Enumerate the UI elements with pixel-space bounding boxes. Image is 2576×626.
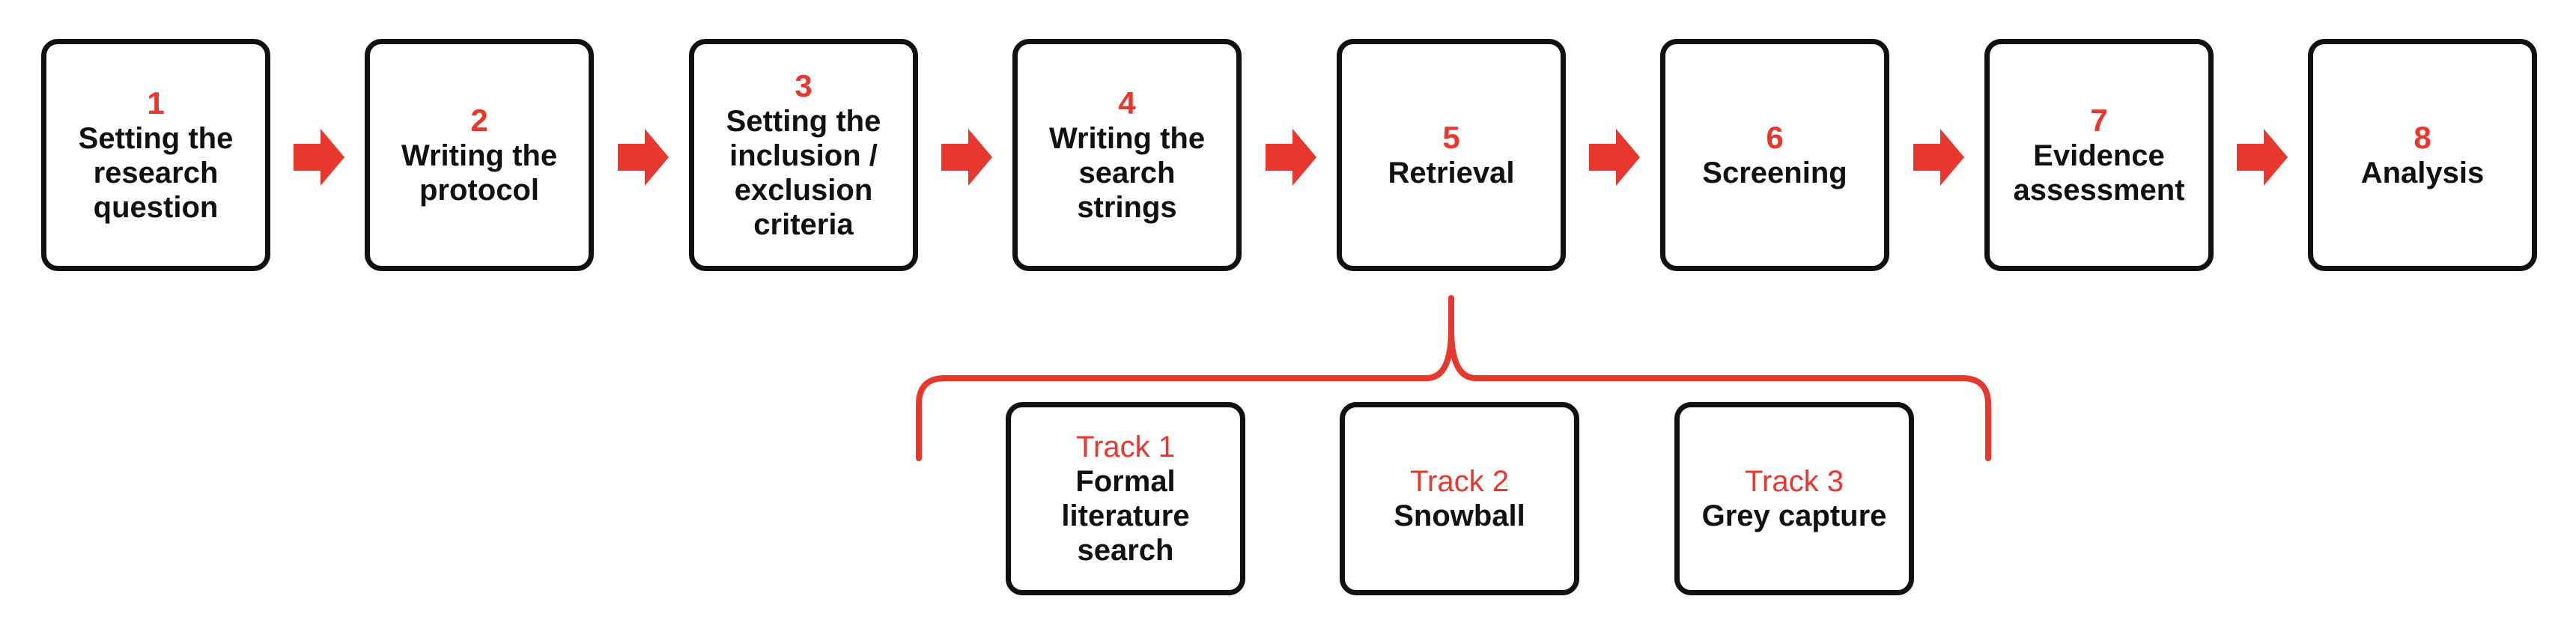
track-3-box: Track 3 Grey capture (1674, 402, 1914, 595)
step-7-box: 7 Evidence assessment (1984, 39, 2214, 271)
step-label-line: Setting the (726, 105, 881, 138)
track-title: Track 2 (1410, 465, 1509, 498)
step-4-box: 4 Writing the search strings (1012, 39, 1242, 271)
step-1-box: 1 Setting the research question (41, 39, 270, 271)
track-label: Formal literature search (1061, 464, 1189, 568)
step-number: 5 (1442, 120, 1460, 155)
step-8-box: 8 Analysis (2308, 39, 2537, 271)
track-title: Track 3 (1745, 465, 1844, 498)
step-label-line: search (1078, 156, 1176, 189)
step-label-line: Writing the (401, 139, 558, 172)
step-label-line: research (93, 156, 219, 189)
step-number: 8 (2414, 120, 2431, 155)
step-3-box: 3 Setting the inclusion / exclusion crit… (689, 39, 918, 271)
step-label-line: strings (1077, 191, 1177, 224)
track-label: Grey capture (1701, 499, 1887, 532)
step-number: 1 (147, 85, 165, 121)
arrow-right-icon (1589, 129, 1640, 186)
step-6-box: 6 Screening (1660, 39, 1889, 271)
step-label: Setting the research question (79, 121, 234, 225)
arrow-right-icon (2237, 129, 2288, 186)
step-label-line: exclusion (734, 174, 873, 207)
step-label-line: Evidence (2033, 139, 2165, 172)
arrow-right-icon (294, 129, 344, 186)
step-number: 7 (2090, 103, 2108, 138)
track-title: Track 1 (1076, 431, 1175, 464)
step-label: Writing the protocol (401, 139, 557, 207)
step-label-line: criteria (753, 208, 854, 241)
step-number: 3 (795, 68, 812, 103)
step-label: Retrieval (1388, 156, 1515, 189)
track-label: Snowball (1394, 499, 1525, 532)
arrow-right-icon (618, 129, 669, 186)
step-label-line: protocol (419, 174, 539, 207)
step-label: Analysis (2360, 156, 2485, 189)
track-1-box: Track 1 Formal literature search (1006, 402, 1245, 595)
step-number: 2 (470, 103, 488, 138)
track-label-line: literature (1061, 499, 1190, 532)
step-number: 6 (1766, 120, 1784, 155)
step-5-box: 5 Retrieval (1337, 39, 1566, 271)
step-label-line: inclusion / (729, 139, 878, 172)
step-label-line: assessment (2013, 174, 2185, 207)
step-label-line: Writing the (1048, 122, 1206, 155)
arrow-right-icon (941, 129, 992, 186)
step-label-line: question (93, 191, 219, 224)
step-2-box: 2 Writing the protocol (365, 39, 594, 271)
arrow-right-icon (1266, 129, 1316, 186)
step-label: Writing the search strings (1049, 121, 1205, 225)
track-2-box: Track 2 Snowball (1340, 402, 1579, 595)
step-label: Evidence assessment (2013, 139, 2184, 207)
step-label-line: Setting the (78, 122, 234, 155)
step-label: Screening (1702, 156, 1847, 189)
track-label-line: search (1077, 534, 1174, 567)
arrow-right-icon (1913, 129, 1964, 186)
step-number: 4 (1118, 85, 1136, 121)
step-label: Setting the inclusion / exclusion criter… (726, 104, 881, 242)
track-label-line: Formal (1075, 465, 1176, 498)
